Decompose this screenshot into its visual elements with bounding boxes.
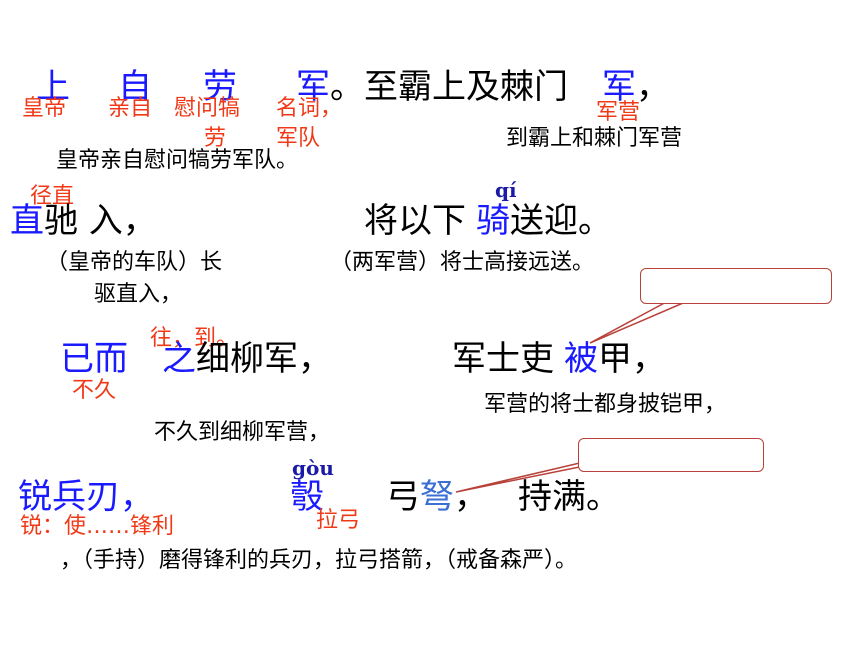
gloss-weiwen-b: 劳	[204, 126, 227, 151]
sentence1-end: ，	[636, 67, 670, 107]
gloss-mingci-b: 军队	[276, 126, 321, 151]
gloss-jingzhi: 径直	[30, 184, 75, 209]
word-zhi: 直	[10, 201, 44, 241]
translation1-right: 到霸上和棘门军营	[506, 126, 683, 151]
sentence1-mid: 。至霸上及棘门	[330, 67, 568, 107]
gloss-huangdi: 皇帝	[22, 96, 67, 121]
gloss-bujiu: 不久	[72, 378, 117, 403]
sentence4-chiman: 持满。	[518, 477, 620, 517]
gloss-qinzi: 亲自	[108, 96, 153, 121]
callout-nu	[578, 438, 764, 472]
sentence2-songying: 送迎。	[510, 201, 612, 241]
gloss-weiwen-a: 慰问犒	[174, 96, 241, 121]
translation2-left-a: （皇帝的车队）长	[46, 250, 223, 275]
word-shang: 上	[36, 67, 70, 107]
word-lao: 劳	[203, 67, 237, 107]
sentence4-comma: ，	[454, 477, 488, 517]
translation2-right: （两军营）将士高接远送。	[330, 250, 595, 275]
translation3-left: 不久到细柳军营，	[154, 420, 331, 445]
word-jun2: 军	[602, 67, 636, 107]
callout-pi	[640, 268, 832, 304]
sentence3-junshili: 军士吏	[452, 339, 554, 379]
callout1-pointer	[589, 299, 691, 344]
gloss-mingci-a: 名词，	[276, 96, 343, 121]
gloss-lagong: 拉弓	[316, 508, 361, 533]
word-yier: 已而	[60, 339, 128, 379]
pinyin-qi: qí	[495, 178, 517, 202]
word-nu: 弩	[420, 477, 454, 517]
pinyin-gou: gòu	[292, 456, 334, 480]
translation1-left: 皇帝亲自慰问犒劳军队。	[56, 148, 299, 173]
gloss-wangdao: 往，到。	[150, 326, 239, 351]
word-chiru: 驰 入，	[44, 201, 157, 241]
translation4: ，（手持）磨得锋利的兵刃，拉弓搭箭，（戒备森严）。	[60, 548, 578, 573]
gloss-rui: 锐：使……锋利	[20, 514, 175, 539]
word-jun1: 军	[296, 67, 330, 107]
word-gong: 弓	[386, 477, 420, 517]
word-zi: 自	[118, 67, 152, 107]
gloss-junying: 军营	[596, 100, 641, 125]
word-zhi2: 之	[162, 339, 196, 379]
translation3-right: 军营的将士都身披铠甲，	[484, 392, 727, 417]
sentence2-jiang: 将以下	[364, 201, 466, 241]
word-bei: 被	[564, 339, 598, 379]
word-ruibingren: 锐兵刃，	[18, 477, 154, 517]
translation2-left-b: 驱直入，	[94, 282, 183, 307]
sentence3-jia: 甲，	[598, 339, 666, 379]
word-qi: 骑	[476, 201, 510, 241]
sentence3-xiliu: 细柳军，	[196, 339, 332, 379]
word-gou: 彀	[290, 477, 324, 517]
